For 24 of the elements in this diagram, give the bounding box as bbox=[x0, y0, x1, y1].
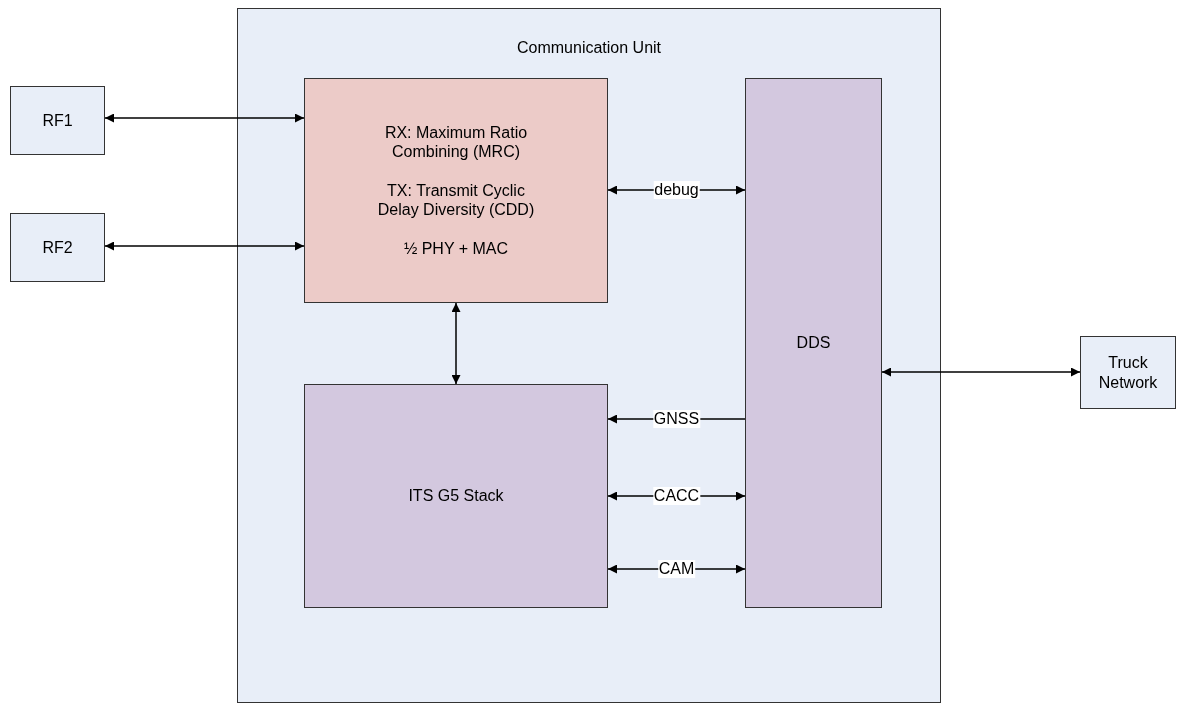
block-box bbox=[745, 78, 882, 608]
block-box bbox=[10, 213, 105, 282]
block-label: ½ PHY + MAC bbox=[402, 239, 510, 259]
block-label: RX: Maximum Ratio Combining (MRC) bbox=[383, 122, 529, 161]
block-box bbox=[304, 78, 608, 303]
block-box bbox=[10, 86, 105, 155]
block-label: Truck Network bbox=[1097, 353, 1159, 392]
edge-label: CACC bbox=[652, 487, 701, 505]
arrow bbox=[881, 367, 1081, 377]
edge-label: GNSS bbox=[652, 410, 701, 428]
block-label: RF1 bbox=[41, 110, 74, 131]
block-label: TX: Transmit Cyclic Delay Diversity (CDD) bbox=[376, 180, 536, 220]
arrow bbox=[104, 241, 305, 251]
block-box bbox=[1080, 336, 1176, 409]
block-label: DDS bbox=[795, 333, 832, 353]
block-label: ITS G5 Stack bbox=[407, 486, 505, 506]
block-box bbox=[304, 384, 608, 608]
arrow bbox=[451, 302, 461, 385]
container-title: Communication Unit bbox=[515, 38, 663, 58]
block-label: RF2 bbox=[41, 237, 74, 258]
unit-container bbox=[237, 8, 941, 703]
edge-label: debug bbox=[653, 181, 700, 199]
arrow bbox=[104, 113, 305, 123]
edge-label: CAM bbox=[657, 560, 696, 578]
